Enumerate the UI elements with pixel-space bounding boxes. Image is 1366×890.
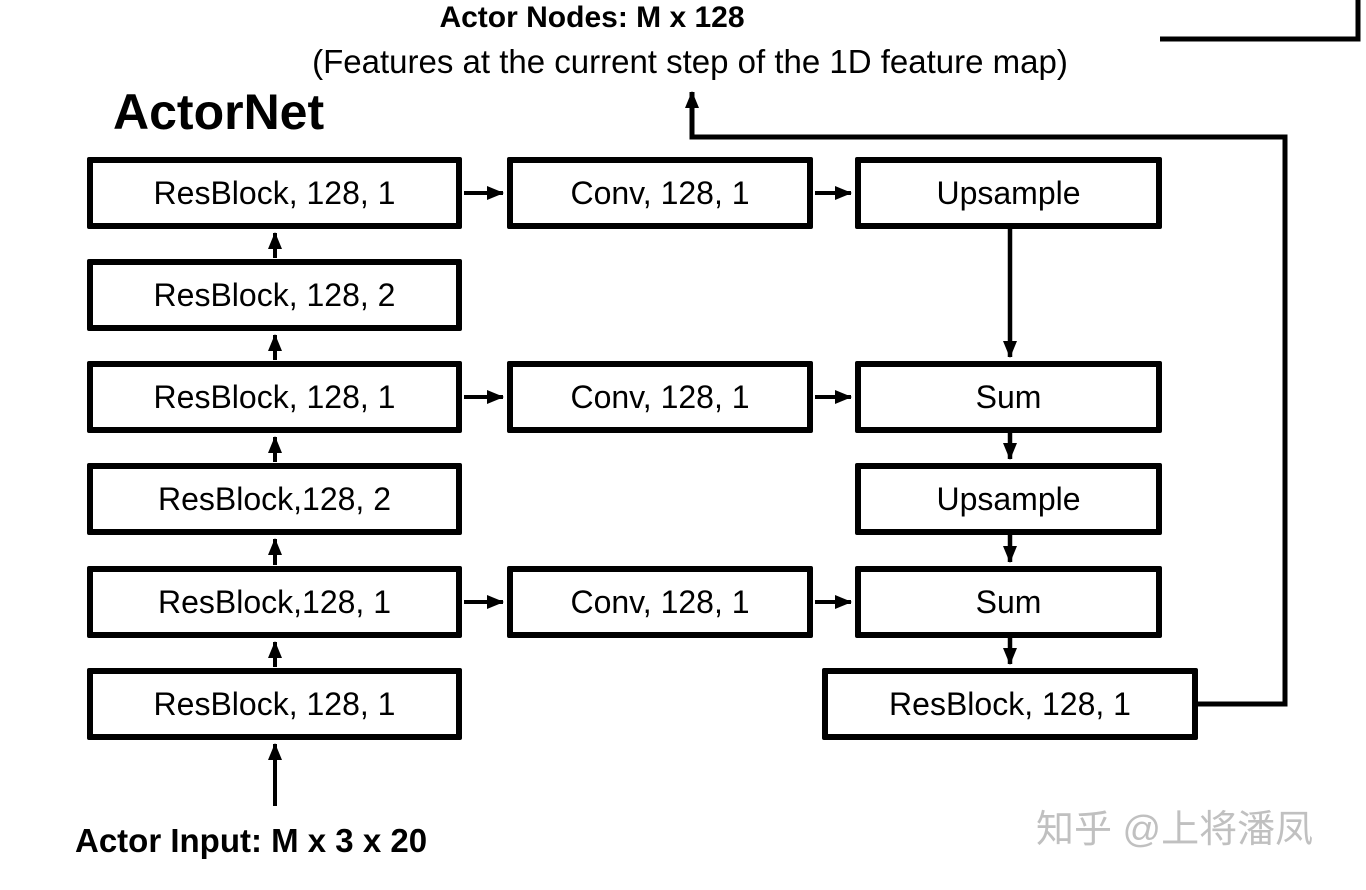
- actor-nodes-subtitle: (Features at the current step of the 1D …: [312, 43, 1068, 80]
- top-right-corner-line: [1160, 0, 1361, 42]
- resblock-box-1: ResBlock, 128, 1: [87, 157, 462, 229]
- sum-box-1: Sum: [855, 361, 1162, 433]
- resblock-box-5: ResBlock,128, 1: [87, 566, 462, 638]
- resblock-box-6: ResBlock, 128, 1: [87, 668, 462, 740]
- actor-input-label: Actor Input: M x 3 x 20: [75, 822, 428, 859]
- conv-box-3: Conv, 128, 1: [507, 566, 813, 638]
- resblock-box-2: ResBlock, 128, 2: [87, 259, 462, 331]
- upsample-box-2: Upsample: [855, 463, 1162, 535]
- conv-box-1: Conv, 128, 1: [507, 157, 813, 229]
- output-resblock-box: ResBlock, 128, 1: [822, 668, 1198, 740]
- resblock-box-3: ResBlock, 128, 1: [87, 361, 462, 433]
- network-title: ActorNet: [113, 84, 325, 140]
- feedback-loop-arrow: [685, 91, 1288, 707]
- conv-box-2: Conv, 128, 1: [507, 361, 813, 433]
- actor-nodes-title: Actor Nodes: M x 128: [439, 1, 745, 34]
- sum-box-2: Sum: [855, 566, 1162, 638]
- watermark-text: 知乎 @上将潘凤: [1036, 809, 1314, 851]
- upsample-box-1: Upsample: [855, 157, 1162, 229]
- resblock-box-4: ResBlock,128, 2: [87, 463, 462, 535]
